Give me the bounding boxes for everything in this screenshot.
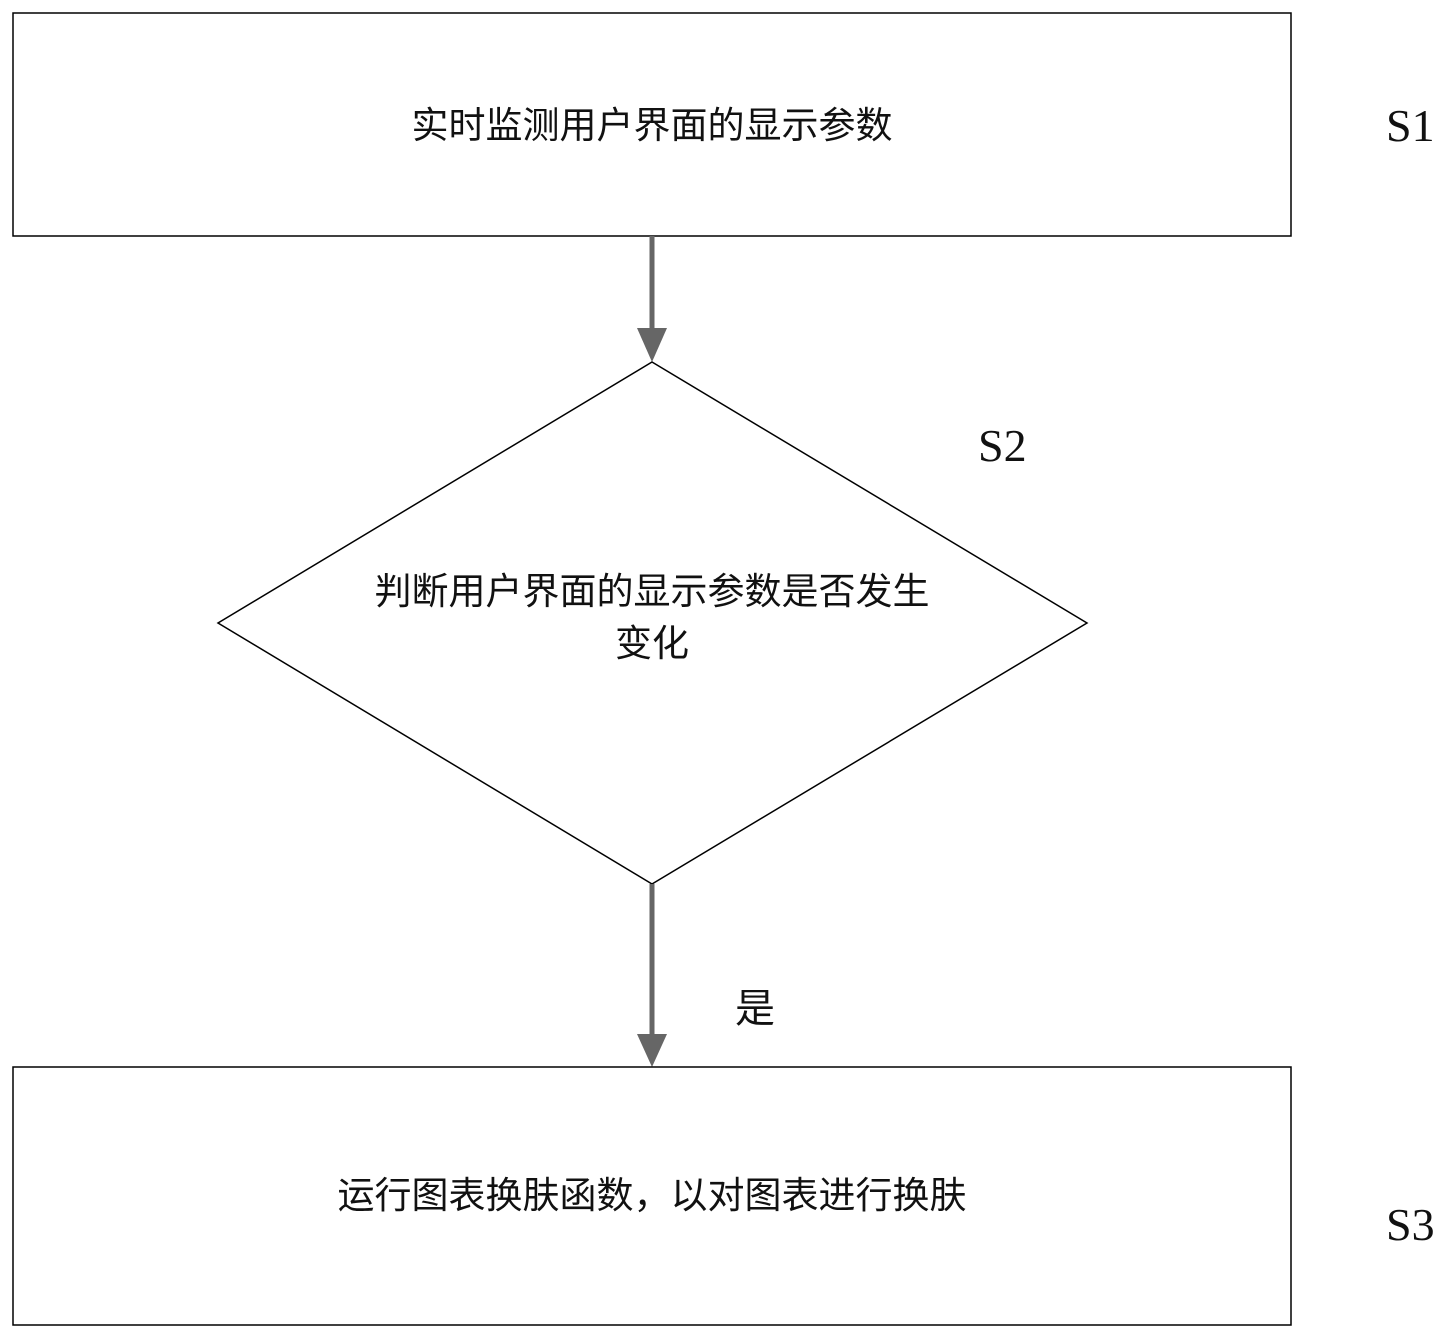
arrow-s2-to-s3-head <box>637 1034 667 1067</box>
edge-label-yes: 是 <box>735 986 775 1032</box>
process-box-s3 <box>12 1066 1292 1326</box>
s1-text: 实时监测用户界面的显示参数 <box>411 104 893 147</box>
s3-text: 运行图表换肤函数，以对图表进行换肤 <box>337 1174 967 1217</box>
step-label-s3: S3 <box>1386 1199 1435 1250</box>
process-box-s1 <box>12 12 1292 237</box>
arrow-s1-to-s2-head <box>637 328 667 362</box>
step-label-s2: S2 <box>978 420 1027 471</box>
step-label-s1: S1 <box>1386 100 1435 151</box>
s2-text: 判断用户界面的显示参数是否发生 变化 <box>374 570 930 665</box>
